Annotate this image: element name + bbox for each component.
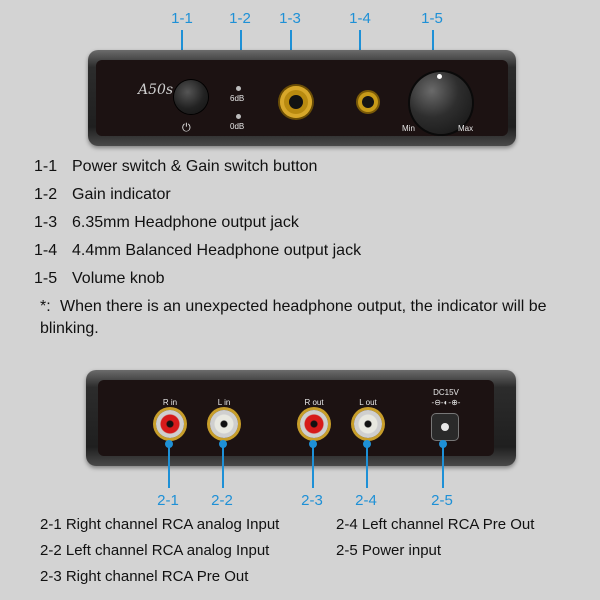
volume-knob[interactable] [410, 72, 472, 134]
callout-2-2: 2-2 [211, 492, 233, 509]
gain-led-low [236, 114, 241, 119]
power-gain-button[interactable] [174, 80, 208, 114]
callout-1-5: 1-5 [421, 10, 443, 27]
rca-l-out[interactable] [354, 410, 382, 438]
port-label-l-out: L out [359, 398, 377, 407]
rca-l-in[interactable] [210, 410, 238, 438]
knob-indicator [437, 74, 442, 79]
knob-max-label: Max [458, 124, 474, 133]
power-icon: ⏻ [182, 122, 191, 134]
callout-2-5: 2-5 [431, 492, 453, 509]
callout-2-3: 2-3 [301, 492, 323, 509]
note-text: When there is an unexpected headphone ou… [40, 298, 547, 337]
rear-face: R in L in R out L out DC15V -⊖-◐-⊕- [98, 380, 494, 456]
feature-code: 1-2 [34, 186, 58, 203]
knob-min-label: Min [402, 124, 415, 133]
leader-2-4 [366, 444, 368, 488]
io-item: 2-1 Right channel RCA analog Input [40, 516, 280, 533]
feature-text: Volume knob [72, 270, 165, 287]
leader-2-2 [222, 444, 224, 488]
io-item: 2-5 Power input [336, 542, 442, 559]
feature-item: 1-4 4.4mm Balanced Headphone output jack [34, 242, 361, 260]
io-item: 2-2 Left channel RCA analog Input [40, 542, 270, 559]
feature-text: Power switch & Gain switch button [72, 158, 318, 175]
leader-2-5 [442, 444, 444, 488]
headphone-jack-6-35[interactable] [280, 86, 312, 118]
feature-item: 1-2 Gain indicator [34, 186, 171, 204]
feature-text: 4.4mm Balanced Headphone output jack [72, 242, 362, 259]
feature-code: 1-5 [34, 270, 58, 287]
callout-1-4: 1-4 [349, 10, 371, 27]
rca-r-in[interactable] [156, 410, 184, 438]
dc-polarity-icon: -⊖-◐-⊕- [431, 398, 461, 407]
device-front-panel: A50s ⏻ 6dB 0dB Min Max [88, 50, 516, 146]
front-face: A50s ⏻ 6dB 0dB Min Max [96, 60, 508, 136]
feature-code: 1-1 [34, 158, 58, 175]
callout-2-1: 2-1 [157, 492, 179, 509]
balanced-jack-4-4[interactable] [358, 92, 378, 112]
blink-note: *:When there is an unexpected headphone … [40, 296, 580, 340]
leader-2-1 [168, 444, 170, 488]
leader-1-5 [432, 30, 434, 60]
dc-power-jack[interactable] [432, 414, 458, 440]
feature-item: 1-3 6.35mm Headphone output jack [34, 214, 299, 232]
feature-code: 1-4 [34, 242, 58, 259]
feature-text: 6.35mm Headphone output jack [72, 214, 299, 231]
gain-led-high [236, 86, 241, 91]
model-logo: A50s [138, 82, 174, 98]
callout-1-1: 1-1 [171, 10, 193, 27]
port-label-l-in: L in [217, 398, 231, 407]
rca-r-out[interactable] [300, 410, 328, 438]
device-rear-panel: R in L in R out L out DC15V -⊖-◐-⊕- [86, 370, 516, 466]
io-item: 2-4 Left channel RCA Pre Out [336, 516, 535, 533]
note-mark: *: [40, 298, 51, 315]
feature-text: Gain indicator [72, 186, 171, 203]
leader-2-3 [312, 444, 314, 488]
callout-1-2: 1-2 [229, 10, 251, 27]
callout-2-4: 2-4 [355, 492, 377, 509]
feature-item: 1-1 Power switch & Gain switch button [34, 158, 317, 176]
callout-1-3: 1-3 [279, 10, 301, 27]
gain-label-low: 0dB [230, 122, 245, 131]
io-item: 2-3 Right channel RCA Pre Out [40, 568, 249, 585]
dc-label: DC15V [433, 388, 459, 397]
feature-code: 1-3 [34, 214, 58, 231]
feature-item: 1-5 Volume knob [34, 270, 165, 288]
port-label-r-out: R out [304, 398, 324, 407]
gain-label-high: 6dB [230, 94, 245, 103]
port-label-r-in: R in [162, 398, 178, 407]
